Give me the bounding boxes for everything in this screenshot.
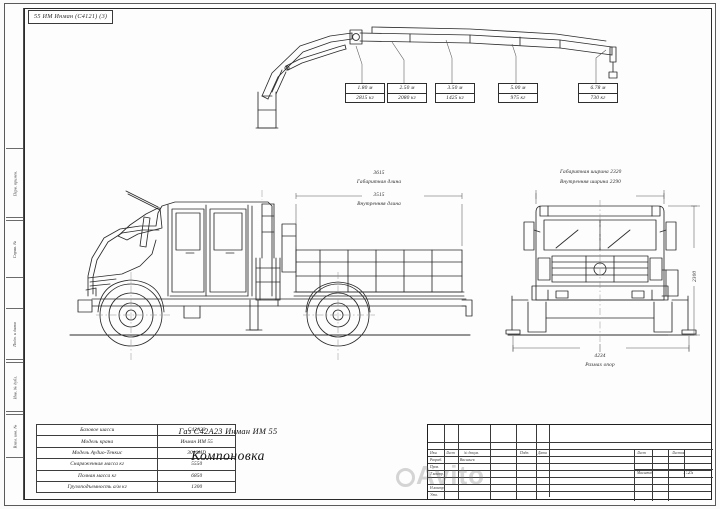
inner-width-label: Внутренняя ширина 2290	[560, 179, 621, 185]
tb-label-listov: Листов	[672, 451, 685, 455]
load-reach: 1.80 м	[346, 84, 384, 94]
spec-key: Модель крана	[35, 435, 159, 448]
load-capacity: 730 кг	[590, 94, 606, 101]
outrigger-span-label: Размах опор	[585, 362, 615, 368]
spec-key: Базовое шасси	[35, 423, 159, 437]
margin-field-vzam-inv: Взам. инв. №	[6, 414, 23, 458]
drawing-code-box: 55 ИМ Инман (С4121) (3)	[28, 10, 114, 24]
inner-length-label: Внутренняя длина	[357, 201, 401, 207]
outrigger-span-value: 4234	[594, 353, 606, 359]
spec-key: Полная масса кг	[35, 469, 159, 482]
load-reach: 2.50 м	[388, 84, 426, 94]
margin-field-inv-dubl: Инв. № дубл.	[6, 362, 23, 412]
tb-role-prov: Пров.	[430, 465, 440, 469]
tb-role-utv: Утв.	[430, 493, 438, 497]
tb-col-list: Лист	[446, 451, 455, 455]
load-point-5: 6.78 м 730 кг	[578, 83, 618, 104]
load-point-3: 3.50 м 1425 кг	[435, 83, 475, 104]
margin-field-sprav: Справ. №	[6, 220, 23, 278]
tb-label-list: Лист	[637, 451, 646, 455]
load-capacity: 2815 кг	[356, 94, 374, 101]
load-point-2: 2.50 м 2080 кг	[387, 83, 427, 104]
gost-margin-column: Перв. примен. Справ. № Подп. и дата Инв.…	[5, 8, 24, 500]
spec-key: Грузоподъемность а/м кг	[35, 480, 159, 494]
tb-name-vasilev: Васильев	[460, 458, 475, 462]
scale-value: 1:25	[683, 470, 694, 476]
margin-field-label: Инв. № дубл.	[12, 375, 17, 399]
spec-value: 6850	[157, 469, 236, 482]
margin-field-perv-primen: Перв. примен.	[6, 148, 23, 218]
load-reach: 3.50 м	[436, 84, 474, 94]
table-row: Базовое шасси С42А23	[35, 423, 236, 437]
overall-length-label: Габаритная длина	[356, 179, 402, 185]
overall-width-label: Габаритная ширина 2320	[560, 169, 622, 175]
load-reach: 6.78 м	[579, 84, 617, 94]
spec-key: Модель Аудио-Тенкис	[35, 446, 159, 460]
margin-field-label: Перв. примен.	[12, 170, 18, 196]
load-capacity: 2080 кг	[398, 94, 416, 101]
tb-col-podp: Подп.	[520, 451, 530, 455]
tb-label-masshtab: Масштаб	[637, 471, 654, 475]
spec-value: 1300	[157, 480, 236, 494]
load-reach: 5.00 м	[499, 84, 537, 94]
tb-role-nkontr: Н.контр.	[430, 486, 445, 490]
margin-field-label: Подп. и дата	[12, 321, 17, 347]
spec-value: Инман ИМ 55	[157, 435, 236, 448]
tb-role-razrab: Разраб.	[430, 458, 443, 462]
margin-field-label: Справ. №	[12, 240, 18, 258]
tb-col-data: Дата	[538, 451, 547, 455]
margin-field-label: Взам. инв. №	[12, 424, 18, 448]
load-point-4: 5.00 м 975 кг	[498, 83, 538, 104]
table-row: Грузоподъемность а/м кг 1300	[35, 480, 236, 494]
title-block-grid	[428, 425, 713, 501]
drawing-frame-inner	[24, 8, 712, 500]
drawing-title: Компоновка	[191, 448, 265, 463]
table-row: Модель крана Инман ИМ 55	[35, 435, 236, 448]
tb-col-izm: Изм.	[430, 451, 438, 455]
load-point-1: 1.80 м 2815 кг	[345, 83, 385, 104]
product-name: Газ С42А23 Инман ИМ 55	[178, 427, 278, 436]
specification-table: Базовое шасси С42А23 Модель крана Инман …	[35, 423, 236, 494]
tb-role-tkontr: Т.контр.	[430, 472, 444, 476]
load-capacity: 975 кг	[510, 94, 526, 101]
tb-col-docnum: № докум.	[464, 451, 480, 455]
inner-length-value: 3515	[373, 192, 385, 198]
load-capacity: 1425 кг	[446, 94, 464, 101]
spec-key: Снаряженная масса кг	[35, 458, 159, 471]
overall-height-value: 2300	[692, 270, 698, 282]
margin-field-podp-data: Подп. и дата	[6, 308, 23, 360]
table-row: Полная масса кг 6850	[35, 469, 236, 482]
overall-length-value: 3615	[373, 170, 385, 176]
title-block: Изм. Лист № докум. Подп. Дата Разраб. Пр…	[427, 424, 713, 501]
